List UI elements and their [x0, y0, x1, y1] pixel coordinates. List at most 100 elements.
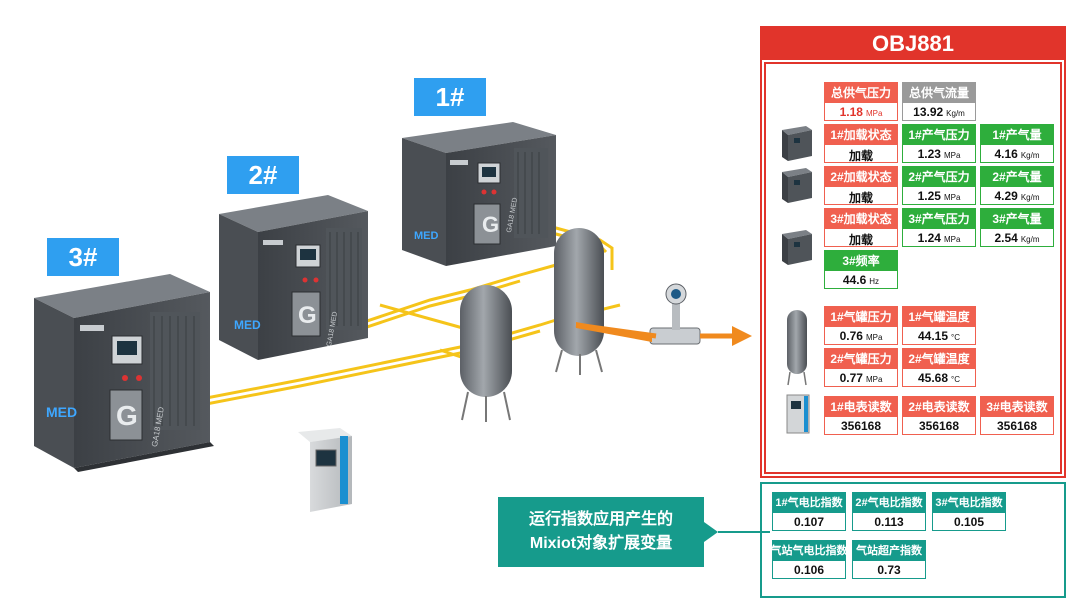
card-label: 1#电表读数: [824, 396, 898, 416]
card-meter-1: 1#电表读数 356168: [824, 396, 898, 435]
compressor-2-brand: MED: [234, 318, 261, 332]
card-unit: Hz: [869, 277, 880, 286]
card-meter-3: 3#电表读数 356168: [980, 396, 1054, 435]
card-value: 加载: [848, 191, 873, 205]
callout-arrow-icon: [704, 522, 718, 542]
card-label: 1#气罐温度: [902, 306, 976, 326]
card-value: 0.113: [874, 515, 904, 529]
card-value: 4.29: [994, 189, 1018, 203]
card-label: 2#电表读数: [902, 396, 976, 416]
card-label: 总供气压力: [824, 82, 898, 102]
card-value: 加载: [848, 149, 873, 163]
card-label: 3#电表读数: [980, 396, 1054, 416]
card-unit: °C: [951, 375, 960, 384]
card-value: 0.76: [839, 329, 863, 343]
compressor-thumb: [780, 168, 814, 204]
card-value: 0.77: [839, 371, 863, 385]
index-panel: 1#气电比指数 0.107 2#气电比指数 0.113 3#气电比指数 0.10…: [760, 482, 1066, 598]
air-tank-1: [460, 285, 512, 422]
card-unit: MPa: [943, 235, 961, 244]
compressor-3-brand: MED: [46, 404, 78, 420]
card-label: 3#气电比指数: [932, 492, 1006, 512]
card-value: 356168: [996, 419, 1038, 433]
compressor-thumb: [780, 126, 814, 162]
card-label: 3#加载状态: [824, 208, 898, 228]
card-value: 45.68: [917, 371, 949, 385]
card-value: 0.107: [793, 515, 825, 529]
compressor-3: [34, 274, 214, 472]
card-index-station: 气站气电比指数 0.106: [771, 540, 848, 579]
card-value: 0.73: [877, 563, 901, 577]
compressor-3-letter: G: [116, 400, 138, 431]
card-unit: Kg/m: [1020, 193, 1040, 202]
card-index-overproduction: 气站超产指数 0.73: [852, 540, 926, 579]
card-label: 2#产气压力: [902, 166, 976, 186]
card-label: 2#加载状态: [824, 166, 898, 186]
card-tank-temp-1: 1#气罐温度 44.15°C: [902, 306, 976, 345]
card-unit: °C: [951, 333, 960, 342]
card-unit: MPa: [865, 375, 883, 384]
unit-tag-3: 3#: [47, 238, 119, 276]
unit-tag-1: 1#: [414, 78, 486, 116]
card-label: 2#产气量: [980, 166, 1054, 186]
air-tank-2: [554, 228, 604, 375]
card-unit: MPa: [943, 193, 961, 202]
card-index-3: 3#气电比指数 0.105: [932, 492, 1006, 531]
compressor-2-letter: G: [298, 302, 317, 329]
flow-arrow: [575, 322, 752, 346]
card-state-1: 1#加载状态 加载: [824, 124, 898, 163]
card-tank-temp-2: 2#气罐温度 45.68°C: [902, 348, 976, 387]
card-label: 气站气电比指数: [771, 540, 848, 560]
card-value: 1.23: [917, 147, 941, 161]
card-label: 2#气罐压力: [824, 348, 898, 368]
card-state-2: 2#加载状态 加载: [824, 166, 898, 205]
compressor-1-brand: MED: [414, 230, 439, 242]
card-value: 4.16: [994, 147, 1018, 161]
card-label: 1#产气压力: [902, 124, 976, 144]
card-index-1: 1#气电比指数 0.107: [772, 492, 846, 531]
card-label: 3#频率: [824, 250, 898, 270]
meter-cabinet-thumb: [786, 394, 812, 434]
card-value: 356168: [918, 419, 960, 433]
card-value: 44.15: [917, 329, 949, 343]
panel-title: OBJ881: [762, 28, 1064, 60]
compressor-thumb: [780, 230, 814, 266]
compressor-1: [402, 122, 556, 266]
card-label: 1#气电比指数: [772, 492, 846, 512]
card-label: 气站超产指数: [852, 540, 926, 560]
card-value: 0.105: [953, 515, 985, 529]
unit-tag-2: 2#: [227, 156, 299, 194]
flow-meter: [649, 283, 701, 345]
callout-line-2: Mixiot对象扩展变量: [529, 535, 673, 552]
card-value: 44.6: [842, 273, 867, 287]
card-value: 1.25: [917, 189, 941, 203]
card-unit: MPa: [943, 151, 961, 160]
card-value: 加载: [848, 233, 873, 247]
card-label: 2#气电比指数: [852, 492, 926, 512]
card-label: 3#产气量: [980, 208, 1054, 228]
card-label: 3#产气压力: [902, 208, 976, 228]
card-label: 1#气罐压力: [824, 306, 898, 326]
card-unit: Kg/m: [1020, 151, 1040, 160]
card-unit: MPa: [865, 109, 883, 118]
card-label: 2#气罐温度: [902, 348, 976, 368]
compressor-2: [219, 195, 368, 360]
callout-box: 运行指数应用产生的 Mixiot对象扩展变量: [498, 497, 704, 567]
card-label: 总供气流量: [902, 82, 976, 102]
card-label: 1#产气量: [980, 124, 1054, 144]
card-unit: MPa: [865, 333, 883, 342]
tank-thumb: [784, 310, 810, 386]
card-value: 2.54: [994, 231, 1018, 245]
callout-line-1: 运行指数应用产生的: [528, 511, 673, 528]
